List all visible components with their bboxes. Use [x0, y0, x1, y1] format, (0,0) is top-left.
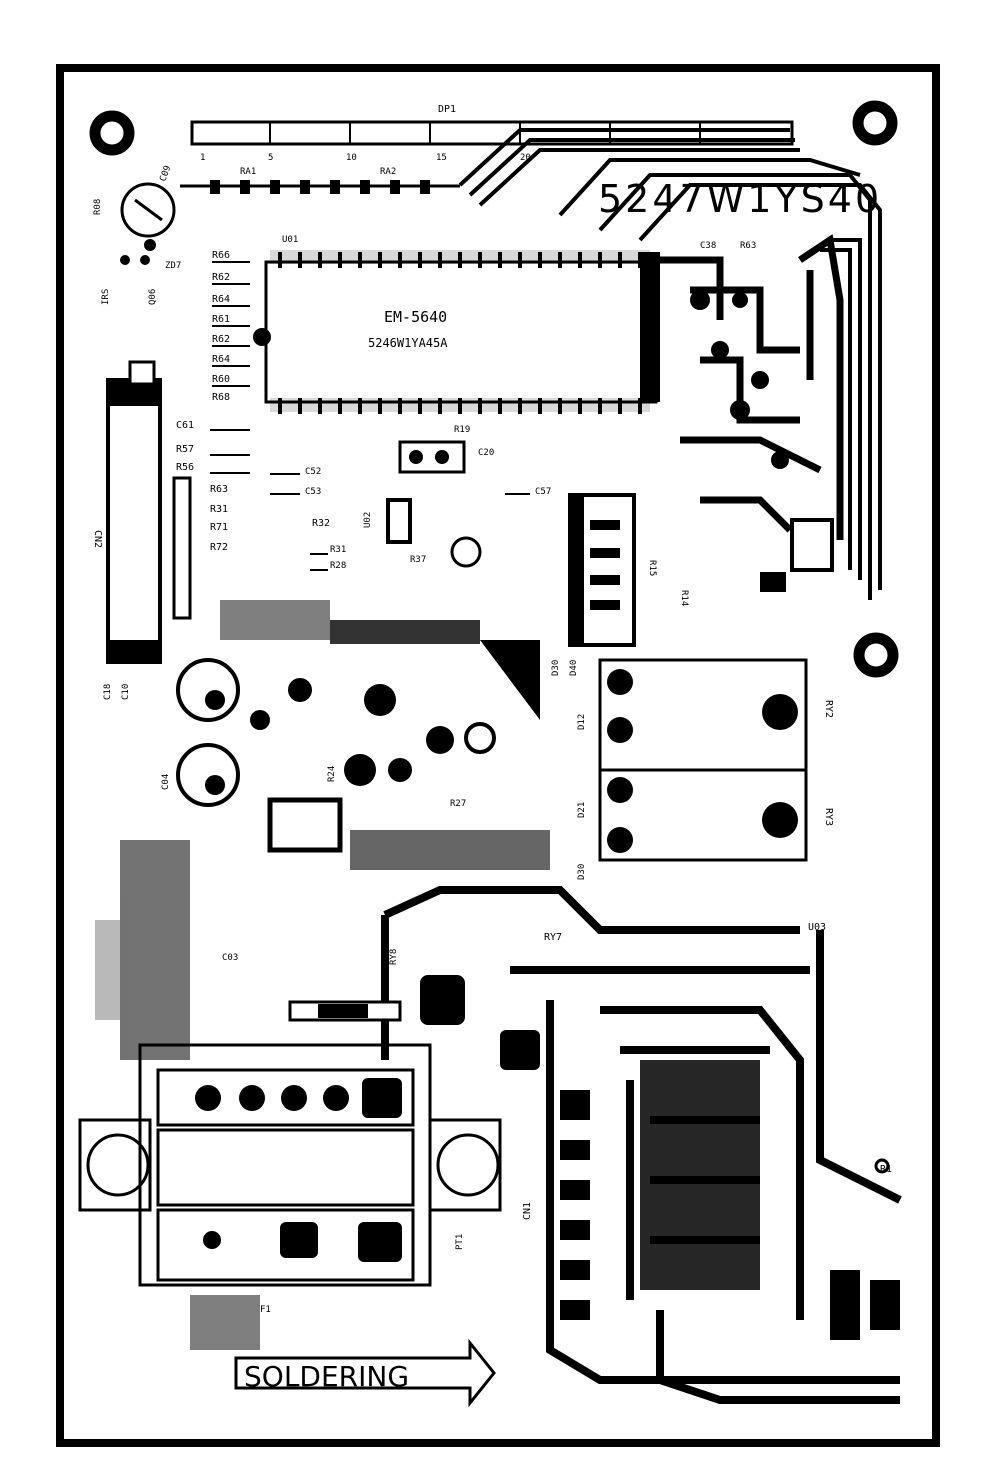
connector-cn2: CN2 [92, 360, 192, 664]
ic-name: EM-5640 [384, 308, 447, 326]
label-r15: R15 [647, 560, 657, 576]
components-left-middle: C61 R57 R56 R63 R31 R71 R72 [176, 420, 250, 553]
label-r60: R60 [212, 374, 230, 385]
label-cn1: CN1 [522, 1202, 533, 1220]
hatched-copper-area [95, 840, 190, 1060]
label-r31-left: R31 [210, 504, 228, 515]
components-left-lower: C18 C10 C04 C03 R24 R27 [103, 658, 466, 963]
pads-right-upper [690, 290, 834, 592]
dense-cluster-center [220, 600, 550, 870]
label-pt1: PT1 [455, 1234, 465, 1250]
soldering-label: SOLDERING [244, 1360, 409, 1393]
label-r68: R68 [212, 392, 230, 403]
relays-right: RY2 RY3 D30 D40 D12 D21 D30 RY7 U03 R63 … [544, 241, 834, 943]
label-ry8: RY8 [389, 949, 399, 965]
label-ry2: RY2 [823, 700, 834, 718]
label-r63: R63 [210, 484, 228, 495]
label-r61: R61 [212, 314, 230, 325]
label-r63-top: R63 [740, 241, 756, 251]
label-r56: R56 [176, 462, 194, 473]
label-r28: R28 [330, 561, 346, 571]
mount-hole-mr [853, 632, 899, 678]
ic-vertical-block [568, 493, 636, 647]
label-r14: R14 [679, 590, 689, 606]
label-r66: R66 [212, 250, 230, 261]
resistors-left-column: R66 R62 R64 R61 R62 R64 R60 R68 [212, 250, 250, 403]
label-r71: R71 [210, 522, 228, 533]
label-c53: C53 [305, 487, 321, 497]
label-cn2: CN2 [92, 530, 103, 548]
label-f1: F1 [260, 1305, 271, 1315]
label-r57: R57 [176, 444, 194, 455]
label-r37: R37 [410, 555, 426, 565]
components-middle: R32 R31 R28 R37 C52 C53 C57 U02 R15 R14 … [270, 425, 689, 606]
transformer-pt1: PT1 F1 [78, 1000, 502, 1315]
dp1-pin-15: 15 [436, 153, 447, 163]
label-zd7: ZD7 [165, 261, 181, 271]
label-r62b: R62 [212, 334, 230, 345]
ic-code: 5246W1YA45A [368, 336, 448, 350]
label-ry3: RY3 [823, 808, 834, 826]
label-u03: U03 [808, 922, 826, 933]
label-r08: R08 [93, 199, 103, 215]
label-c61: C61 [176, 420, 194, 431]
label-c38: C38 [700, 241, 716, 251]
label-r32: R32 [312, 518, 330, 529]
dp1-pin-1: 1 [200, 153, 205, 163]
label-r64b: R64 [212, 354, 230, 365]
label-ry7: RY7 [544, 932, 562, 943]
label-r24: R24 [327, 766, 337, 782]
label-c57: C57 [535, 487, 551, 497]
label-c18: C18 [103, 684, 113, 700]
resistor-array-top: RA1 RA2 [180, 167, 460, 194]
label-r19: R19 [454, 425, 470, 435]
traces-bottom [381, 886, 902, 1404]
label-r62a: R62 [212, 272, 230, 283]
dp1-pin-10: 10 [346, 153, 357, 163]
label-c10: C10 [121, 684, 131, 700]
label-d40: D40 [569, 660, 579, 676]
label-c03: C03 [222, 953, 238, 963]
connector-dp1: DP1 1 5 10 15 20 [190, 104, 794, 163]
mount-hole-tr [852, 100, 898, 146]
mounting-holes [89, 100, 899, 678]
dp1-pin-5: 5 [268, 153, 273, 163]
label-r64a: R64 [212, 294, 230, 305]
soldering-arrow: SOLDERING [234, 1338, 496, 1408]
traces-right-upper [660, 234, 844, 540]
test-point-r1 [874, 1158, 890, 1174]
label-irs: IRS [101, 289, 111, 305]
label-d21: D21 [577, 802, 587, 818]
hatched-area-bottom [190, 1295, 260, 1350]
label-d30b: D30 [577, 864, 587, 880]
label-q06: Q06 [148, 289, 158, 305]
label-r27: R27 [450, 799, 466, 809]
ic-ref: U01 [282, 235, 298, 245]
label-c04: C04 [161, 774, 171, 790]
part-number: 5247W1YS40 [598, 177, 882, 221]
label-r72: R72 [210, 542, 228, 553]
mount-hole-tl [89, 110, 135, 156]
label-c52: C52 [305, 467, 321, 477]
label-u02: U02 [363, 512, 373, 528]
label-d12: D12 [577, 714, 587, 730]
label-r31: R31 [330, 545, 346, 555]
label-c20: C20 [478, 448, 494, 458]
label-d30a: D30 [551, 660, 561, 676]
label-ra1: RA1 [240, 167, 256, 177]
label-ra2: RA2 [380, 167, 396, 177]
copper-pour-bottom [420, 975, 900, 1340]
dp1-label: DP1 [438, 104, 456, 115]
transistor-q-top-left: C09 R08 ZD7 IRS Q06 [93, 164, 181, 305]
dp1-pin-20: 20 [520, 153, 531, 163]
ic-em5640: EM-5640 5246W1YA45A U01 [253, 235, 660, 414]
